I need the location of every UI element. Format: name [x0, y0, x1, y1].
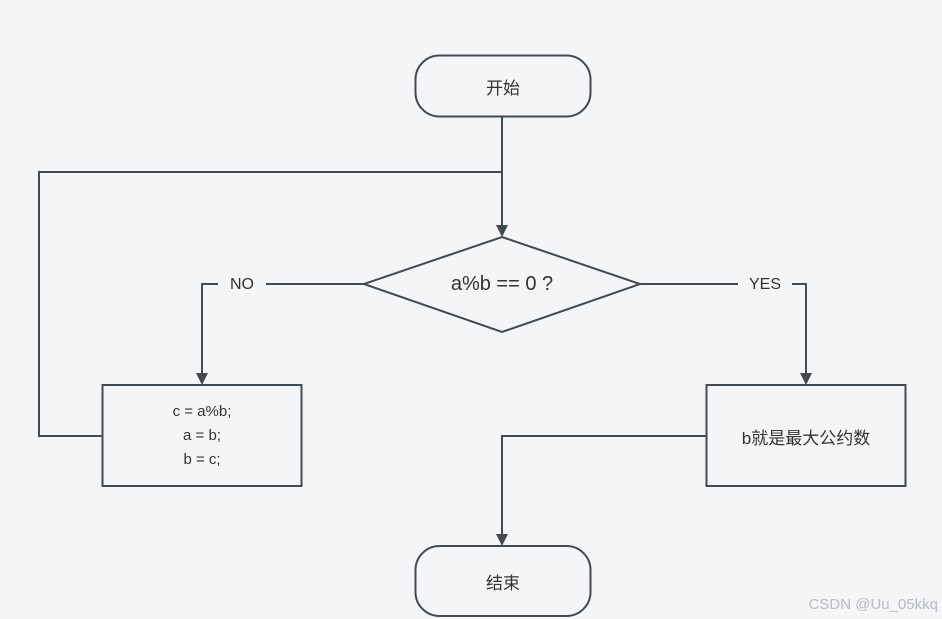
loop-body-line-1: c = a%b; — [172, 403, 232, 420]
start-terminator — [414, 54, 592, 118]
start-label: 开始 — [486, 78, 520, 98]
end-terminator — [414, 545, 592, 617]
loop-body-label: c = a%b; a = b; b = c; — [102, 385, 302, 487]
end-label: 结束 — [486, 574, 520, 593]
result-process-box — [705, 384, 907, 487]
loop-body-process-box — [101, 384, 303, 487]
edge-loop-back — [38, 171, 502, 437]
edge-decision-to-result-yes — [640, 283, 812, 385]
edge-result-to-end — [496, 435, 706, 546]
loop-body-line-2: a = b; — [183, 427, 221, 444]
decision-diamond — [360, 235, 644, 334]
csdn-watermark: CSDN @Uu_05kkq — [808, 596, 938, 613]
loop-body-line-3: b = c; — [183, 451, 221, 468]
edge-label-yes: YES — [738, 271, 792, 299]
decision-label: a%b == 0 ? — [450, 272, 554, 295]
edge-label-no: NO — [218, 271, 266, 299]
result-label: b就是最大公约数 — [741, 428, 871, 448]
edge-decision-to-loop-no — [196, 283, 364, 385]
